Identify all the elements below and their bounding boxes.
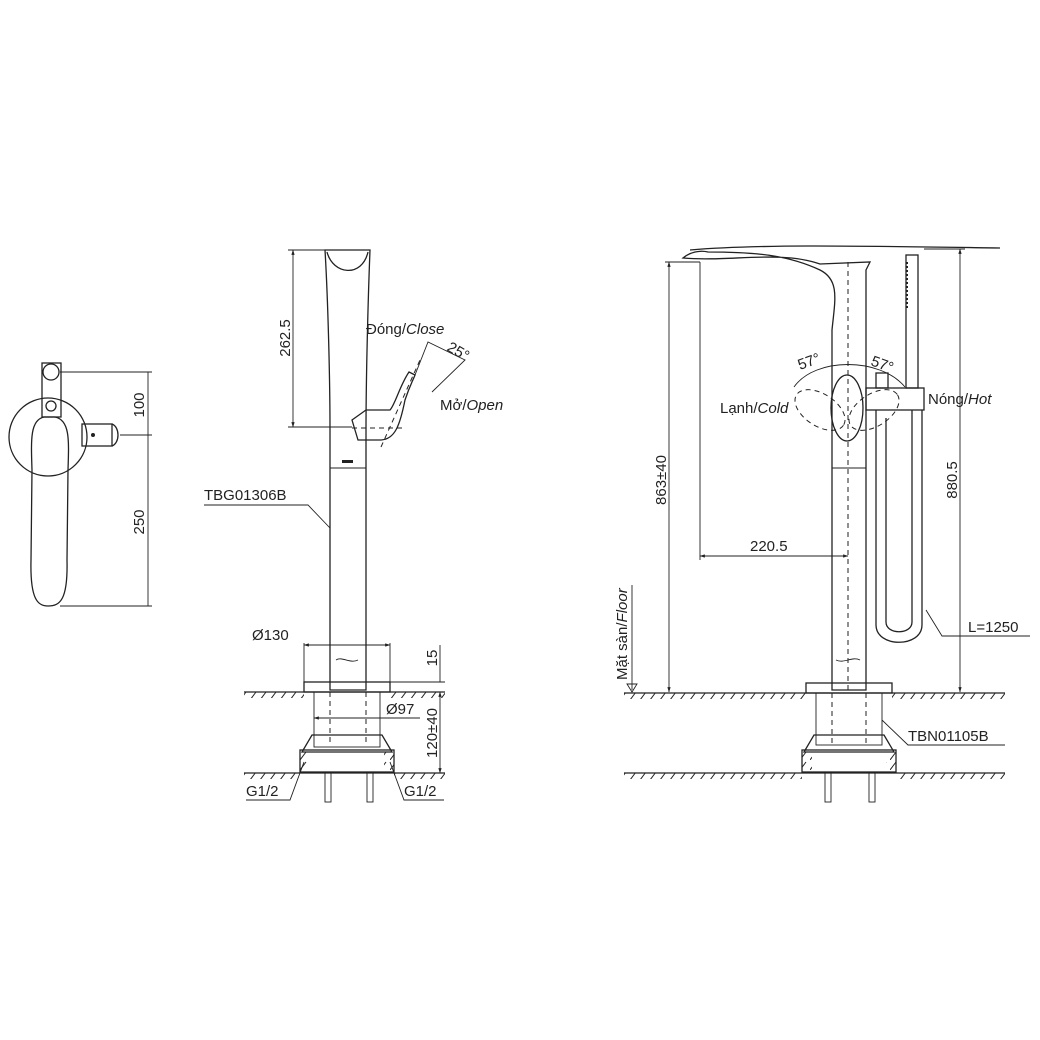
dim-spout-height-right: 863±40 <box>653 455 670 505</box>
dim-base-diameter: Ø130 <box>252 627 289 644</box>
inlet-right-label: G1/2 <box>404 783 437 800</box>
front-view: 25° Đóng/Close Mở/Open 262.5 TBG01306B Ø… <box>204 249 503 803</box>
side-view: 100 250 <box>8 362 152 607</box>
angle-left-57: 57° <box>796 350 823 374</box>
dim-base-height: 15 <box>424 650 441 667</box>
part-tbn01105b: TBN01105B <box>908 728 989 745</box>
open-label: Mở/Open <box>440 397 503 414</box>
dim-side-top: 100 <box>131 392 148 417</box>
dim-depth: 120±40 <box>424 708 441 758</box>
part-tbg01306b: TBG01306B <box>204 487 287 504</box>
dim-spout-height: 262.5 <box>277 319 294 357</box>
dim-total-height: 880.5 <box>944 461 961 499</box>
dim-reach: 220.5 <box>750 538 788 555</box>
cold-label: Lạnh/Cold <box>720 400 789 417</box>
right-view: 57° 57° Lạnh/Cold Nóng/Hot 863±40 220.5 … <box>614 245 1030 803</box>
hose-length: L=1250 <box>968 619 1018 636</box>
dim-side-bottom: 250 <box>131 509 148 534</box>
angle-25: 25° <box>444 339 472 365</box>
dim-sleeve-diameter: Ø97 <box>386 701 414 718</box>
angle-right-57: 57° <box>869 353 896 377</box>
floor-label: Mặt sàn/Floor <box>614 587 631 680</box>
inlet-left-label: G1/2 <box>246 783 279 800</box>
close-label: Đóng/Close <box>366 321 444 338</box>
